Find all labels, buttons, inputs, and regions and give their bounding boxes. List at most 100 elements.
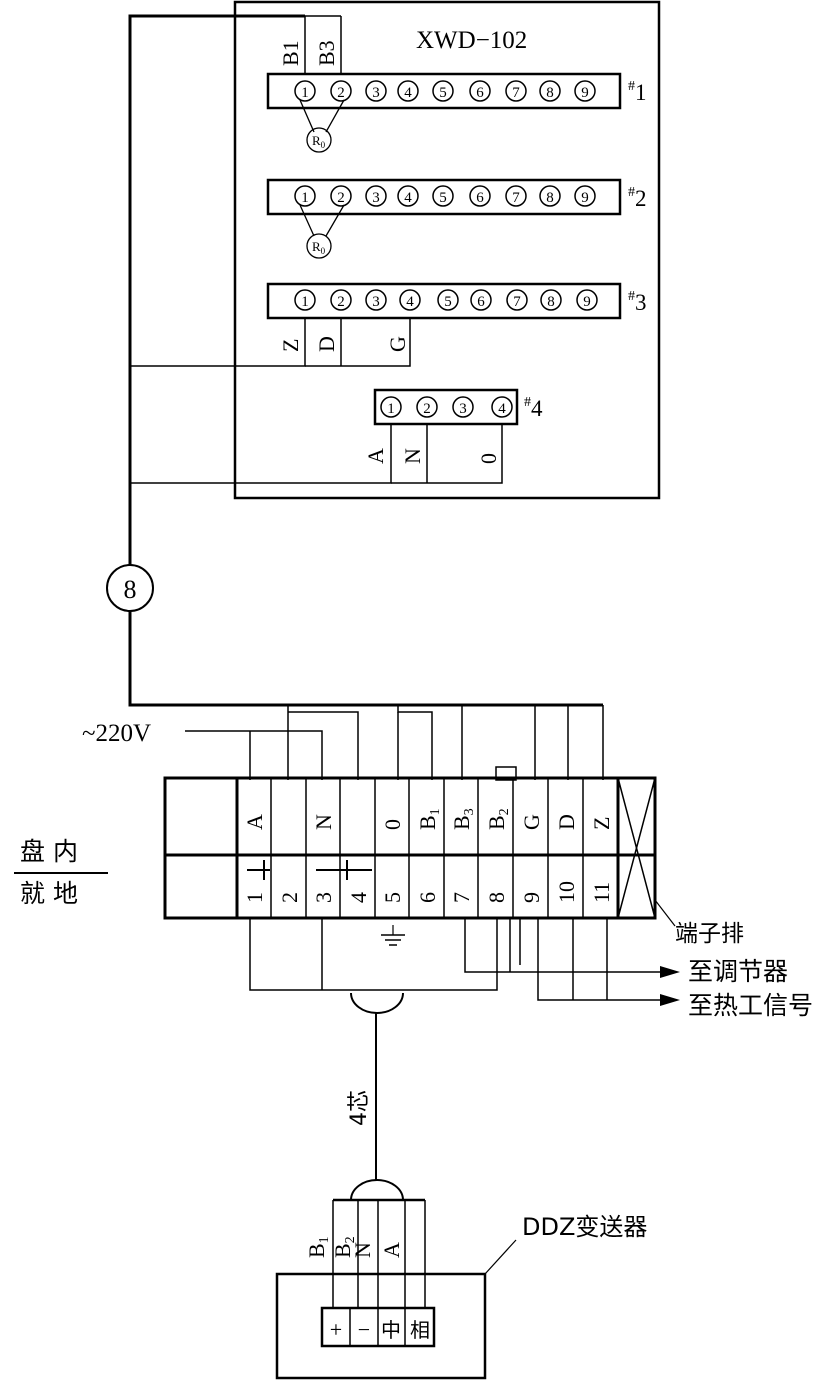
svg-text:3: 3 bbox=[372, 85, 380, 101]
row-3-terminals: 1 2 3 4 5 6 7 8 9 bbox=[294, 289, 598, 311]
terminal-strip: A N 0 B1 B3 B2 G D Z 1 2 3 4 5 6 7 8 9 1… bbox=[163, 776, 657, 920]
row-3-bottom-label-d: D bbox=[314, 336, 339, 352]
output-to-regulator: 至调节器 bbox=[688, 957, 788, 986]
svg-text:8: 8 bbox=[546, 190, 554, 206]
svg-text:9: 9 bbox=[519, 892, 544, 903]
svg-text:2: 2 bbox=[337, 85, 345, 101]
strip-terminal-numbers: 1 2 3 4 5 6 7 8 9 10 11 bbox=[242, 881, 614, 903]
svg-text:B1: B1 bbox=[304, 1236, 332, 1258]
svg-text:1: 1 bbox=[301, 294, 309, 310]
svg-text:5: 5 bbox=[439, 190, 447, 206]
svg-text:1: 1 bbox=[387, 401, 395, 417]
label-inside-panel: 盘 内 bbox=[20, 837, 78, 866]
svg-text:5: 5 bbox=[380, 892, 405, 903]
svg-text:5: 5 bbox=[444, 294, 452, 310]
trunk-drops bbox=[287, 705, 604, 780]
svg-text:4: 4 bbox=[404, 190, 412, 206]
row-4-label: #4 bbox=[524, 395, 543, 421]
svg-text:B2: B2 bbox=[484, 808, 512, 830]
svg-text:6: 6 bbox=[415, 892, 440, 903]
cable-marker-label: 8 bbox=[124, 575, 137, 604]
strip-top-labels: A N 0 B1 B3 B2 G D Z bbox=[242, 808, 614, 830]
svg-text:9: 9 bbox=[583, 294, 591, 310]
row-1-label: #1 bbox=[628, 79, 647, 105]
svg-text:2: 2 bbox=[277, 892, 302, 903]
svg-text:7: 7 bbox=[449, 892, 474, 903]
transmitter-terminal-plus: + bbox=[330, 1317, 342, 1342]
label-field: 就 地 bbox=[20, 879, 78, 908]
cable-marker bbox=[106, 564, 154, 612]
svg-text:1: 1 bbox=[301, 85, 309, 101]
row-3-bottom-label-z: Z bbox=[278, 339, 303, 352]
svg-text:6: 6 bbox=[476, 190, 484, 206]
svg-text:3: 3 bbox=[459, 401, 467, 417]
svg-text:7: 7 bbox=[512, 190, 520, 206]
svg-text:B1: B1 bbox=[415, 808, 443, 830]
row-3-label: #3 bbox=[628, 289, 647, 315]
svg-text:8: 8 bbox=[546, 85, 554, 101]
row-3-bottom-label-g: G bbox=[385, 336, 410, 352]
row-4-bottom-label-0: 0 bbox=[476, 453, 501, 464]
svg-text:9: 9 bbox=[581, 190, 589, 206]
svg-text:3: 3 bbox=[372, 190, 380, 206]
row-1-terminals: 1 2 3 4 5 6 7 8 9 bbox=[294, 80, 596, 102]
svg-text:1: 1 bbox=[301, 190, 309, 206]
controller-box bbox=[233, 0, 661, 500]
row-4-bottom-label-n: N bbox=[400, 448, 425, 464]
cable-trunk bbox=[128, 14, 305, 565]
svg-text:A: A bbox=[379, 1242, 404, 1258]
svg-text:N: N bbox=[311, 814, 336, 830]
svg-text:2: 2 bbox=[337, 190, 345, 206]
svg-text:1: 1 bbox=[242, 892, 267, 903]
controller-model: XWD−102 bbox=[416, 27, 527, 54]
resistor-r0-symbol bbox=[306, 233, 332, 259]
transmitter-terminal-neutral: 中 bbox=[381, 1318, 401, 1342]
power-line bbox=[185, 730, 323, 780]
transmitter: B1 B2 N A + − 中 相 bbox=[275, 1200, 517, 1380]
terminal-row-3: #3 1 2 3 4 5 6 7 8 9 Z D G bbox=[130, 282, 647, 367]
svg-text:0: 0 bbox=[380, 819, 405, 830]
transmitter-terminal-phase: 相 bbox=[410, 1318, 430, 1342]
svg-text:11: 11 bbox=[589, 882, 614, 903]
row-1-top-label-b1: B1 bbox=[278, 40, 303, 66]
svg-text:D: D bbox=[554, 814, 579, 830]
svg-text:Z: Z bbox=[589, 817, 614, 830]
test-link-marker bbox=[495, 766, 517, 781]
svg-text:6: 6 bbox=[477, 294, 485, 310]
row-4-bottom-label-a: A bbox=[363, 448, 388, 464]
row-2-terminals: 1 2 3 4 5 6 7 8 9 bbox=[294, 185, 596, 207]
svg-text:7: 7 bbox=[512, 85, 520, 101]
terminal-row-1: #1 1 2 3 4 5 6 7 8 9 B1 B3 R0 bbox=[266, 15, 647, 153]
svg-text:9: 9 bbox=[581, 85, 589, 101]
svg-text:10: 10 bbox=[554, 881, 579, 903]
svg-text:4: 4 bbox=[404, 85, 412, 101]
transmitter-terminal-minus: − bbox=[358, 1317, 370, 1342]
svg-text:7: 7 bbox=[513, 294, 521, 310]
strip-column-dividers bbox=[270, 778, 584, 918]
svg-text:2: 2 bbox=[337, 294, 345, 310]
svg-text:R0: R0 bbox=[312, 133, 326, 150]
svg-text:2: 2 bbox=[423, 401, 431, 417]
row-4-terminals: 1 2 3 4 bbox=[380, 396, 513, 418]
svg-text:4: 4 bbox=[498, 401, 506, 417]
field-wiring bbox=[249, 918, 680, 1006]
resistor-r0-symbol bbox=[306, 127, 332, 153]
svg-text:4: 4 bbox=[346, 892, 371, 903]
power-label: ~220V bbox=[82, 720, 151, 747]
svg-text:3: 3 bbox=[311, 892, 336, 903]
svg-text:5: 5 bbox=[439, 85, 447, 101]
transmitter-name: DDZ变送器 bbox=[522, 1213, 647, 1241]
svg-text:B3: B3 bbox=[449, 808, 477, 830]
svg-text:6: 6 bbox=[476, 85, 484, 101]
svg-text:R0: R0 bbox=[312, 239, 326, 256]
output-to-thermal-signal: 至热工信号 bbox=[688, 991, 813, 1020]
cable-core-label: 4芯 bbox=[347, 1090, 372, 1126]
svg-text:8: 8 bbox=[484, 892, 509, 903]
svg-text:N: N bbox=[350, 1242, 375, 1258]
svg-text:3: 3 bbox=[372, 294, 380, 310]
row-1-top-label-b3: B3 bbox=[314, 40, 339, 66]
svg-text:4: 4 bbox=[406, 294, 414, 310]
terminal-row-2: #2 1 2 3 4 5 6 7 8 9 R0 bbox=[266, 178, 647, 259]
row-2-label: #2 bbox=[628, 185, 647, 211]
